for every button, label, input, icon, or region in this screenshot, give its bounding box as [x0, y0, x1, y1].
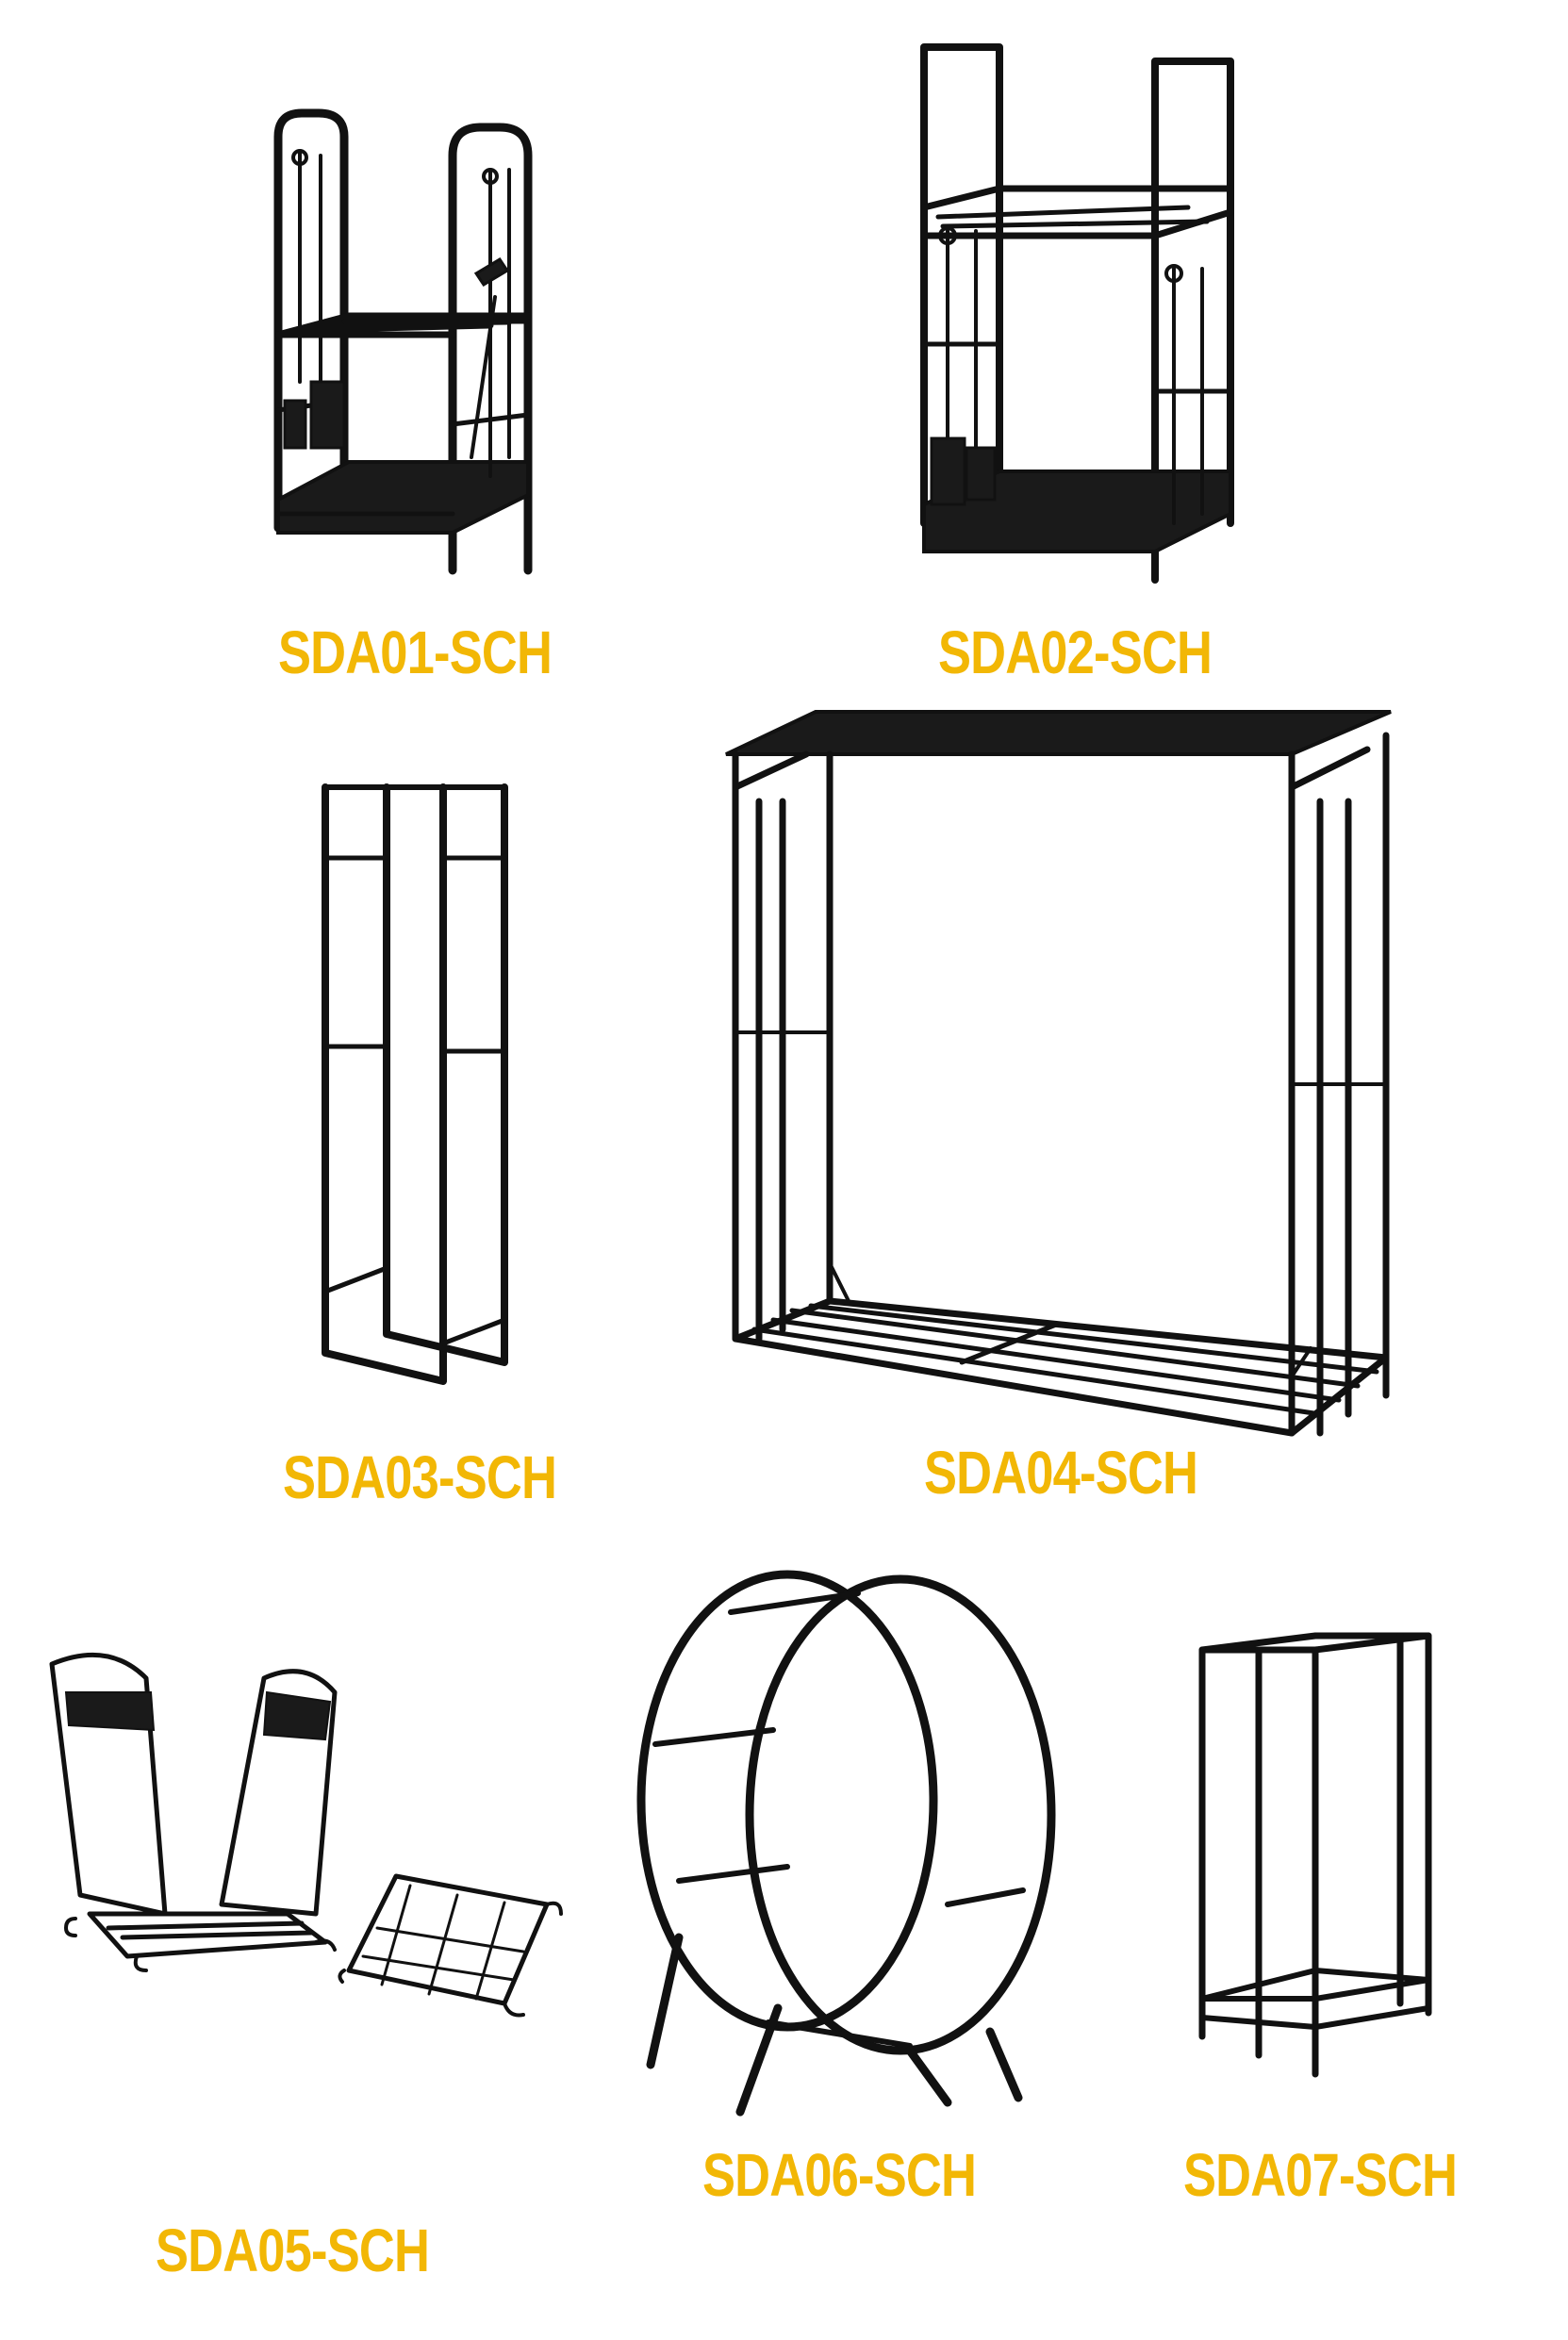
sda01-rack-image	[273, 108, 533, 575]
product-sda02: SDA02-SCH	[905, 42, 1245, 686]
sda06-rack-image	[636, 1570, 1056, 2117]
sda07-label: SDA07-SCH	[1182, 2141, 1458, 2209]
sda06-label: SDA06-SCH	[701, 2141, 977, 2209]
product-sda04: SDA04-SCH	[717, 698, 1405, 1507]
sda01-label: SDA01-SCH	[277, 618, 553, 686]
sda02-rack-image	[920, 43, 1234, 584]
sda05-rack-image	[49, 1652, 563, 2018]
product-sda01: SDA01-SCH	[264, 99, 566, 686]
product-sda05: SDA05-SCH	[33, 1603, 570, 2284]
product-sda06: SDA06-SCH	[627, 1546, 1070, 2209]
sda04-label: SDA04-SCH	[923, 1439, 1198, 1507]
sda03-rack-image	[322, 783, 508, 1385]
sda05-label: SDA05-SCH	[155, 2216, 430, 2284]
sda07-rack-image	[1198, 1632, 1432, 2078]
product-sda03: SDA03-SCH	[283, 778, 557, 1511]
sda04-rack-image	[725, 710, 1392, 1437]
product-sda07: SDA07-SCH	[1183, 1631, 1466, 2209]
sda03-label: SDA03-SCH	[282, 1443, 557, 1511]
sda02-label: SDA02-SCH	[937, 618, 1213, 686]
